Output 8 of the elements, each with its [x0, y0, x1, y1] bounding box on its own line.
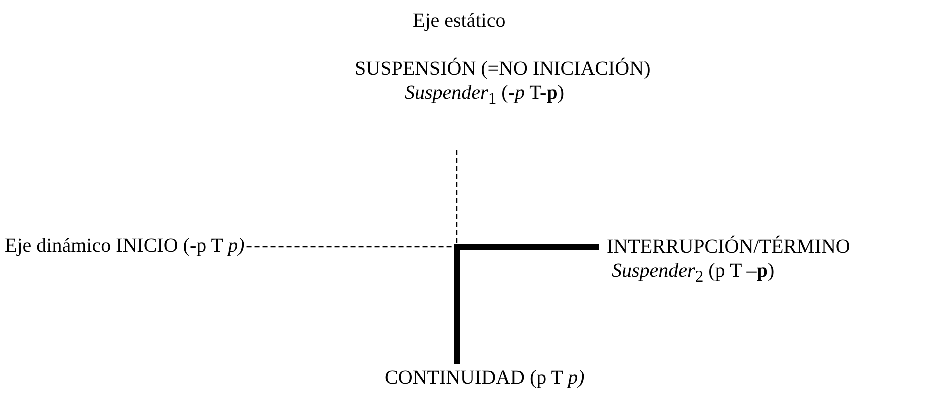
axis-title: Eje estático: [413, 10, 506, 33]
node-label: SUSPENSIÓN (=NO INICIACIÓN): [355, 57, 651, 81]
node-sublabel: Suspender$_{1}$ (-p T-p): [405, 81, 564, 110]
node-label: Eje dinámico INICIO (-p T p): [5, 234, 245, 258]
node-label: CONTINUIDAD (p T p): [385, 366, 585, 390]
connector-line: [454, 244, 599, 364]
node-sublabel: Suspender$_{2}$ (p T –p): [612, 259, 775, 288]
node-label: INTERRUPCIÓN/TÉRMINO: [607, 235, 850, 259]
